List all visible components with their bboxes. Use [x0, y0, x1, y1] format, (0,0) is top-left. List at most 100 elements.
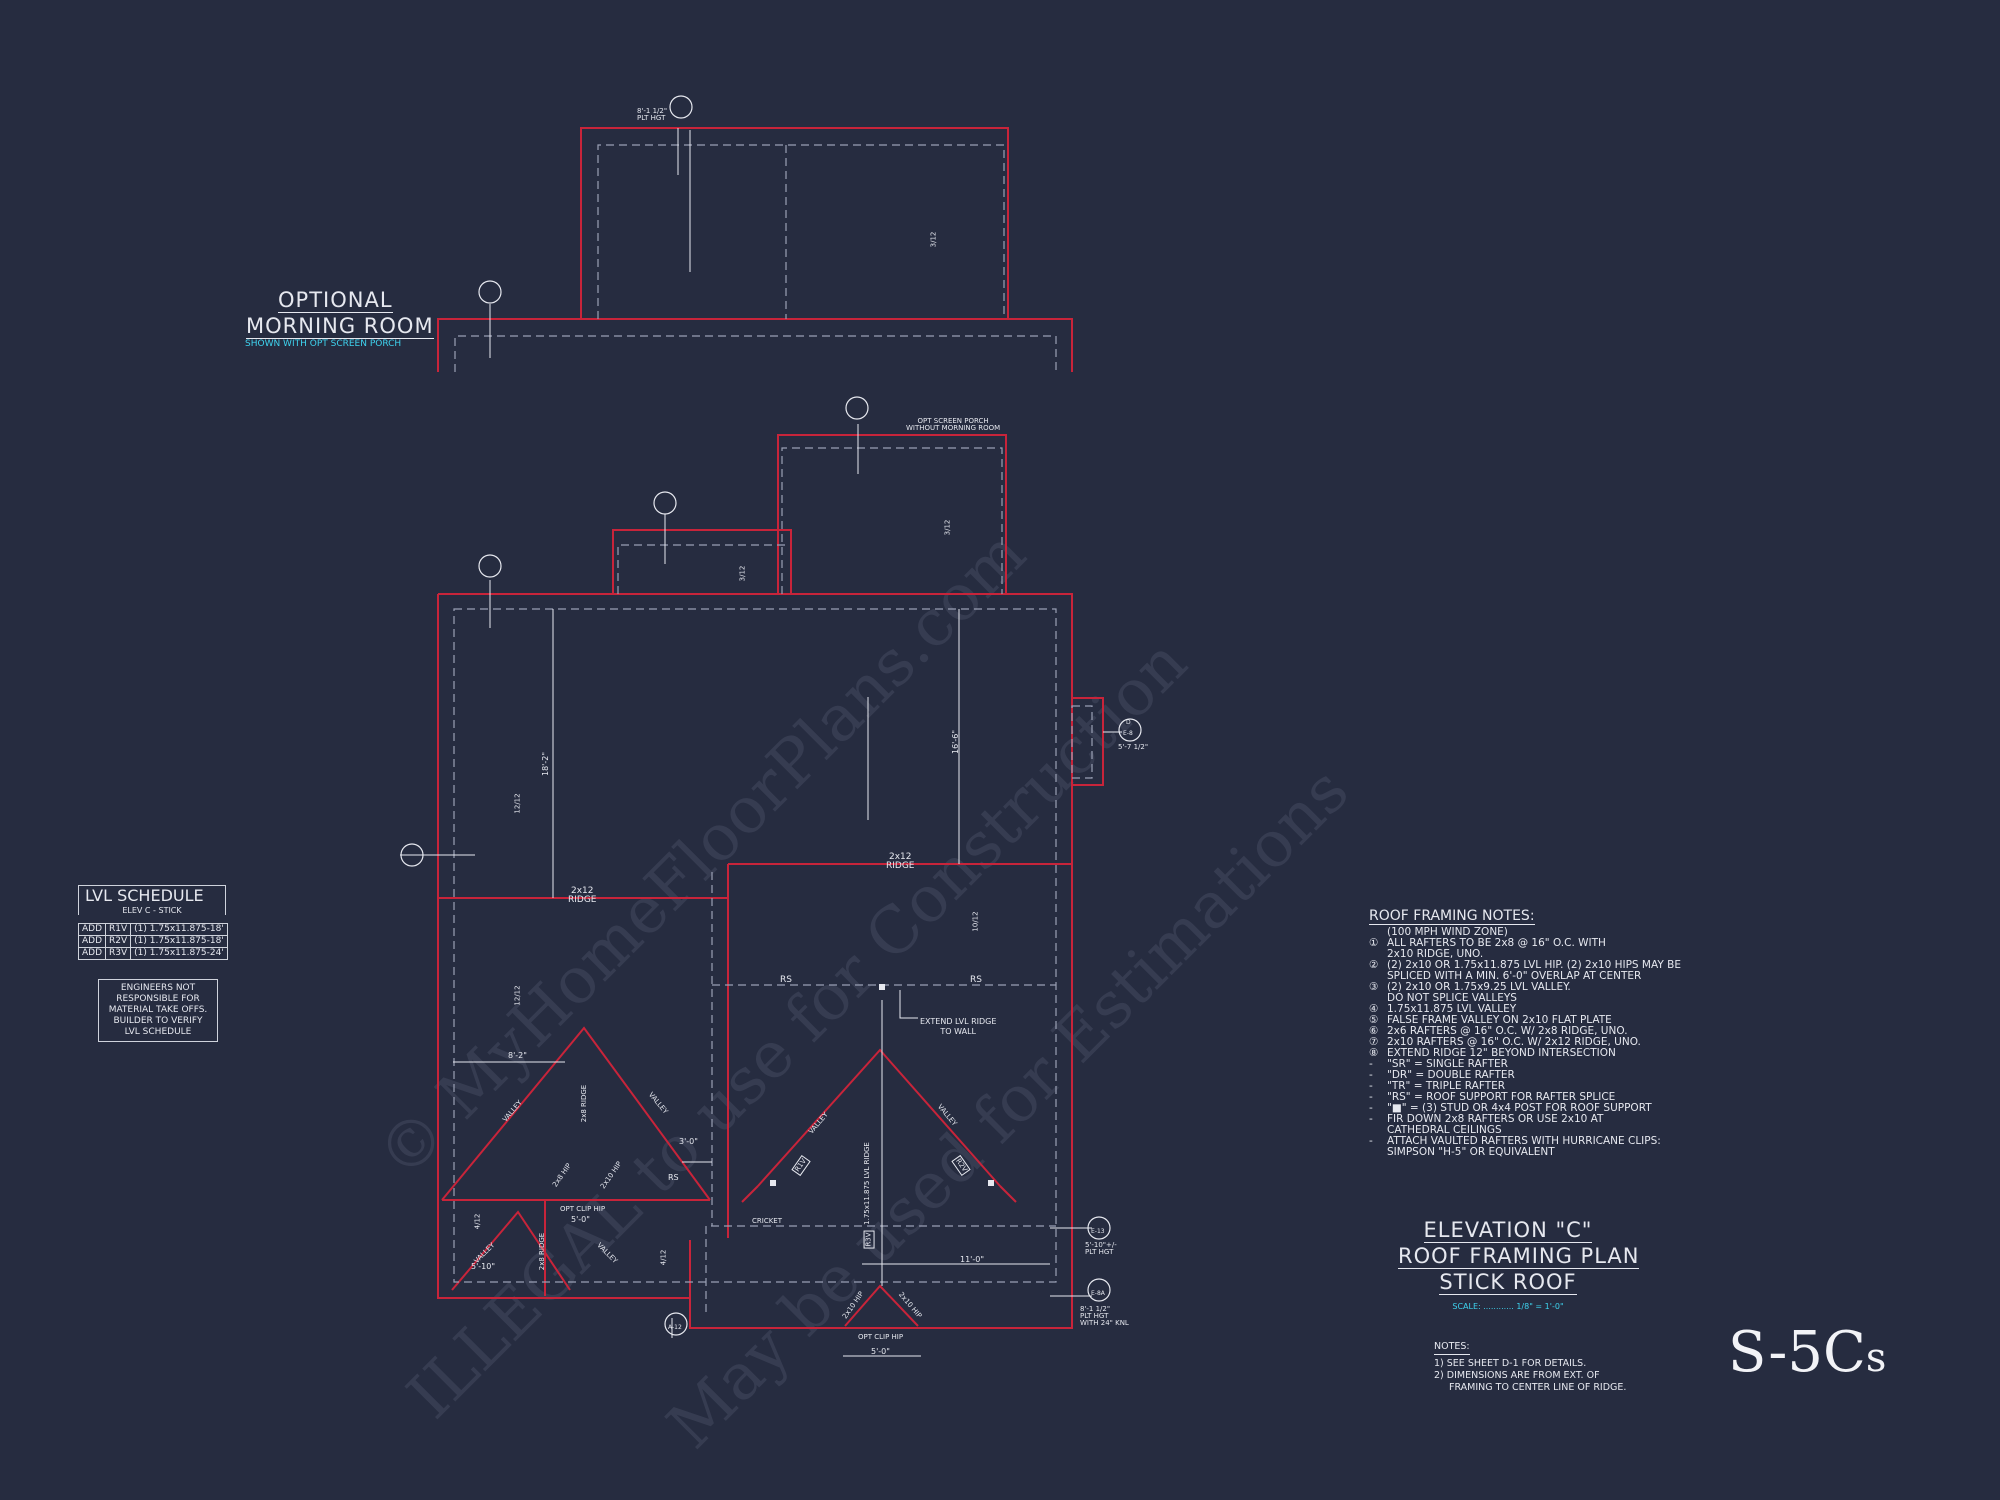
pitch-10-12: 10/12: [971, 911, 980, 932]
note-marker: ①: [1369, 937, 1379, 949]
dim-5-0-bottom: 5'-0": [871, 1347, 890, 1356]
note-marker: -: [1369, 1091, 1373, 1103]
general-note-item: FRAMING TO CENTER LINE OF RIDGE.: [1449, 1382, 1627, 1393]
note-text: FIR DOWN 2x8 RAFTERS OR USE 2x10 AT: [1387, 1113, 1604, 1125]
extend-lvl-line1: EXTEND LVL RIDGE: [920, 1017, 997, 1026]
pitch-4-12-a: 4/12: [473, 1213, 482, 1230]
plt-right-3: 8'-1 1/2" PLT HGT WITH 24" KNL: [1080, 1306, 1129, 1327]
detail-e8a: E-8A: [1091, 1290, 1105, 1297]
morning-room-title: OPTIONAL MORNING ROOM: [246, 290, 434, 339]
dim-16-6: 16'-6": [951, 729, 961, 755]
note-marker: ⑥: [1369, 1025, 1379, 1037]
elevation-title-line2-wrap: ROOF FRAMING PLAN: [1398, 1246, 1640, 1269]
note-text: DO NOT SPLICE VALLEYS: [1387, 992, 1517, 1004]
rs-left: RS: [780, 975, 792, 985]
morning-room-title-line1: OPTIONAL: [278, 288, 393, 313]
lvl-schedule-heading: LVL SCHEDULE: [85, 886, 204, 905]
note-row: ③ (2) 2x10 OR 1.75x9.25 LVL VALLEY.: [1369, 982, 1681, 993]
note-row: ① ALL RAFTERS TO BE 2x8 @ 16" O.C. WITH: [1369, 938, 1681, 949]
detail-callout-right2: [1087, 1216, 1111, 1240]
note-row: -"DR" = DOUBLE RAFTER: [1369, 1070, 1681, 1081]
note-text: 2x10 RIDGE, UNO.: [1387, 948, 1484, 960]
note-marker: ④: [1369, 1003, 1379, 1015]
detail-e8-right: E-8: [1123, 730, 1133, 737]
elevation-title-line1-wrap: ELEVATION "C": [1398, 1220, 1618, 1243]
note-text: 1.75x11.875 LVL VALLEY: [1387, 1003, 1517, 1015]
note-row: ⑤ FALSE FRAME VALLEY ON 2x10 FLAT PLATE: [1369, 1015, 1681, 1026]
note-marker: ⑤: [1369, 1014, 1379, 1026]
extend-lvl-note: EXTEND LVL RIDGE TO WALL: [920, 1018, 996, 1036]
plt-right-3-knee: WITH 24" KNL: [1080, 1319, 1129, 1327]
ridge-size-left: 2x12: [570, 886, 594, 896]
opt-clip-hip-left: OPT CLIP HIP: [560, 1205, 606, 1213]
dim-3-0: 3'-0": [679, 1137, 698, 1146]
general-notes-title-wrap: NOTES:: [1434, 1341, 1626, 1355]
sheet-number-suffix: s: [1865, 1335, 1887, 1381]
engineer-note-line: MATERIAL TAKE OFFS.: [108, 1005, 208, 1015]
note-text: SPLICED WITH A MIN. 6'-0" OVERLAP AT CEN…: [1387, 970, 1642, 982]
note-row: SIMPSON "H-5" OR EQUIVALENT: [1369, 1147, 1681, 1158]
general-note-item: 2) DIMENSIONS ARE FROM EXT. OF: [1434, 1370, 1600, 1381]
note-marker: -: [1369, 1080, 1373, 1092]
note-row: - "TR" = TRIPLE RAFTER: [1369, 1081, 1681, 1092]
note-marker: ③: [1369, 981, 1379, 993]
pitch-3-12-c: 3/12: [738, 565, 747, 582]
lvl-schedule-title: LVL SCHEDULE ELEV C - STICK: [78, 885, 226, 915]
scale-line: SCALE: ............ 1/8" = 1'-0": [1398, 1303, 1618, 1311]
note-text: 2x10 RAFTERS @ 16" O.C. W/ 2x12 RIDGE, U…: [1387, 1036, 1641, 1048]
detail-d-right: D: [1126, 719, 1131, 726]
hip-right: [757, 1048, 1001, 1187]
rs-mid: RS: [668, 1173, 679, 1182]
note-text: CATHEDRAL CEILINGS: [1387, 1124, 1502, 1136]
dim-11-0: 11'-0": [960, 1255, 985, 1264]
sheet-number: S-5Cs: [1728, 1320, 1886, 1385]
dim-18-2: 18'-2": [541, 751, 551, 777]
note-text: "TR" = TRIPLE RAFTER: [1387, 1080, 1506, 1092]
extend-lvl-line2: TO WALL: [940, 1027, 976, 1036]
lvl-cell: (1) 1.75x11.875-24': [130, 947, 228, 960]
note-marker: -: [1369, 1069, 1373, 1081]
note-text: (2) 2x10 OR 1.75x9.25 LVL VALLEY.: [1387, 981, 1571, 993]
engineer-note-line: RESPONSIBLE FOR: [116, 994, 200, 1004]
wall-morning-room: [580, 127, 1009, 319]
note-text: FALSE FRAME VALLEY ON 2x10 FLAT PLATE: [1387, 1014, 1612, 1026]
detail-callout-bump: [653, 491, 677, 515]
note-marker: -: [1369, 1113, 1373, 1125]
note-row: - FIR DOWN 2x8 RAFTERS OR USE 2x10 AT: [1369, 1114, 1681, 1125]
note-text: ALL RAFTERS TO BE 2x8 @ 16" O.C. WITH: [1387, 937, 1606, 949]
note-row: SPLICED WITH A MIN. 6'-0" OVERLAP AT CEN…: [1369, 971, 1681, 982]
plt-right-2-value: 5'-10"+/-: [1085, 1241, 1117, 1249]
rs-right: RS: [970, 975, 982, 985]
general-notes-title: NOTES:: [1434, 1341, 1470, 1355]
elevation-title-block: ELEVATION "C" ROOF FRAMING PLAN STICK RO…: [1398, 1220, 1640, 1311]
r3v-tag: R3V: [863, 1230, 875, 1249]
engineer-note-line: ENGINEERS NOT: [120, 983, 196, 993]
note-text: ATTACH VAULTED RAFTERS WITH HURRICANE CL…: [1387, 1135, 1661, 1147]
note-row: -"SR" = SINGLE RAFTER: [1369, 1059, 1681, 1070]
dim-5-0-clip: 5'-0": [571, 1215, 590, 1224]
engineer-note-line: LVL SCHEDULE: [124, 1027, 192, 1037]
detail-callout-porch: [845, 396, 869, 420]
lvl-cell: R2V: [105, 935, 132, 948]
wall-morning-base: [437, 318, 1073, 372]
sheet-number-prefix: S-5C: [1728, 1320, 1866, 1385]
scale-label: SCALE: ............: [1452, 1302, 1514, 1311]
detail-callout-top: [669, 95, 693, 119]
plt-right-2: 5'-10"+/- PLT HGT: [1085, 1242, 1117, 1256]
detail-a12: A-12: [668, 1324, 682, 1331]
note-text: EXTEND RIDGE 12" BEYOND INTERSECTION: [1387, 1047, 1616, 1059]
note-row: -"■" = (3) STUD OR 4x4 POST FOR ROOF SUP…: [1369, 1103, 1681, 1114]
wall-bump: [612, 529, 792, 594]
hip-left: [441, 1026, 711, 1201]
note-row: ②(2) 2x10 OR 1.75x11.875 LVL HIP. (2) 2x…: [1369, 960, 1681, 971]
roof-framing-notes: ROOF FRAMING NOTES: (100 MPH WIND ZONE) …: [1369, 908, 1681, 1158]
opt-clip-hip-bottom: OPT CLIP HIP: [858, 1333, 904, 1341]
note-marker: -: [1369, 1058, 1373, 1070]
elevation-title-line1: ELEVATION "C": [1423, 1218, 1593, 1243]
